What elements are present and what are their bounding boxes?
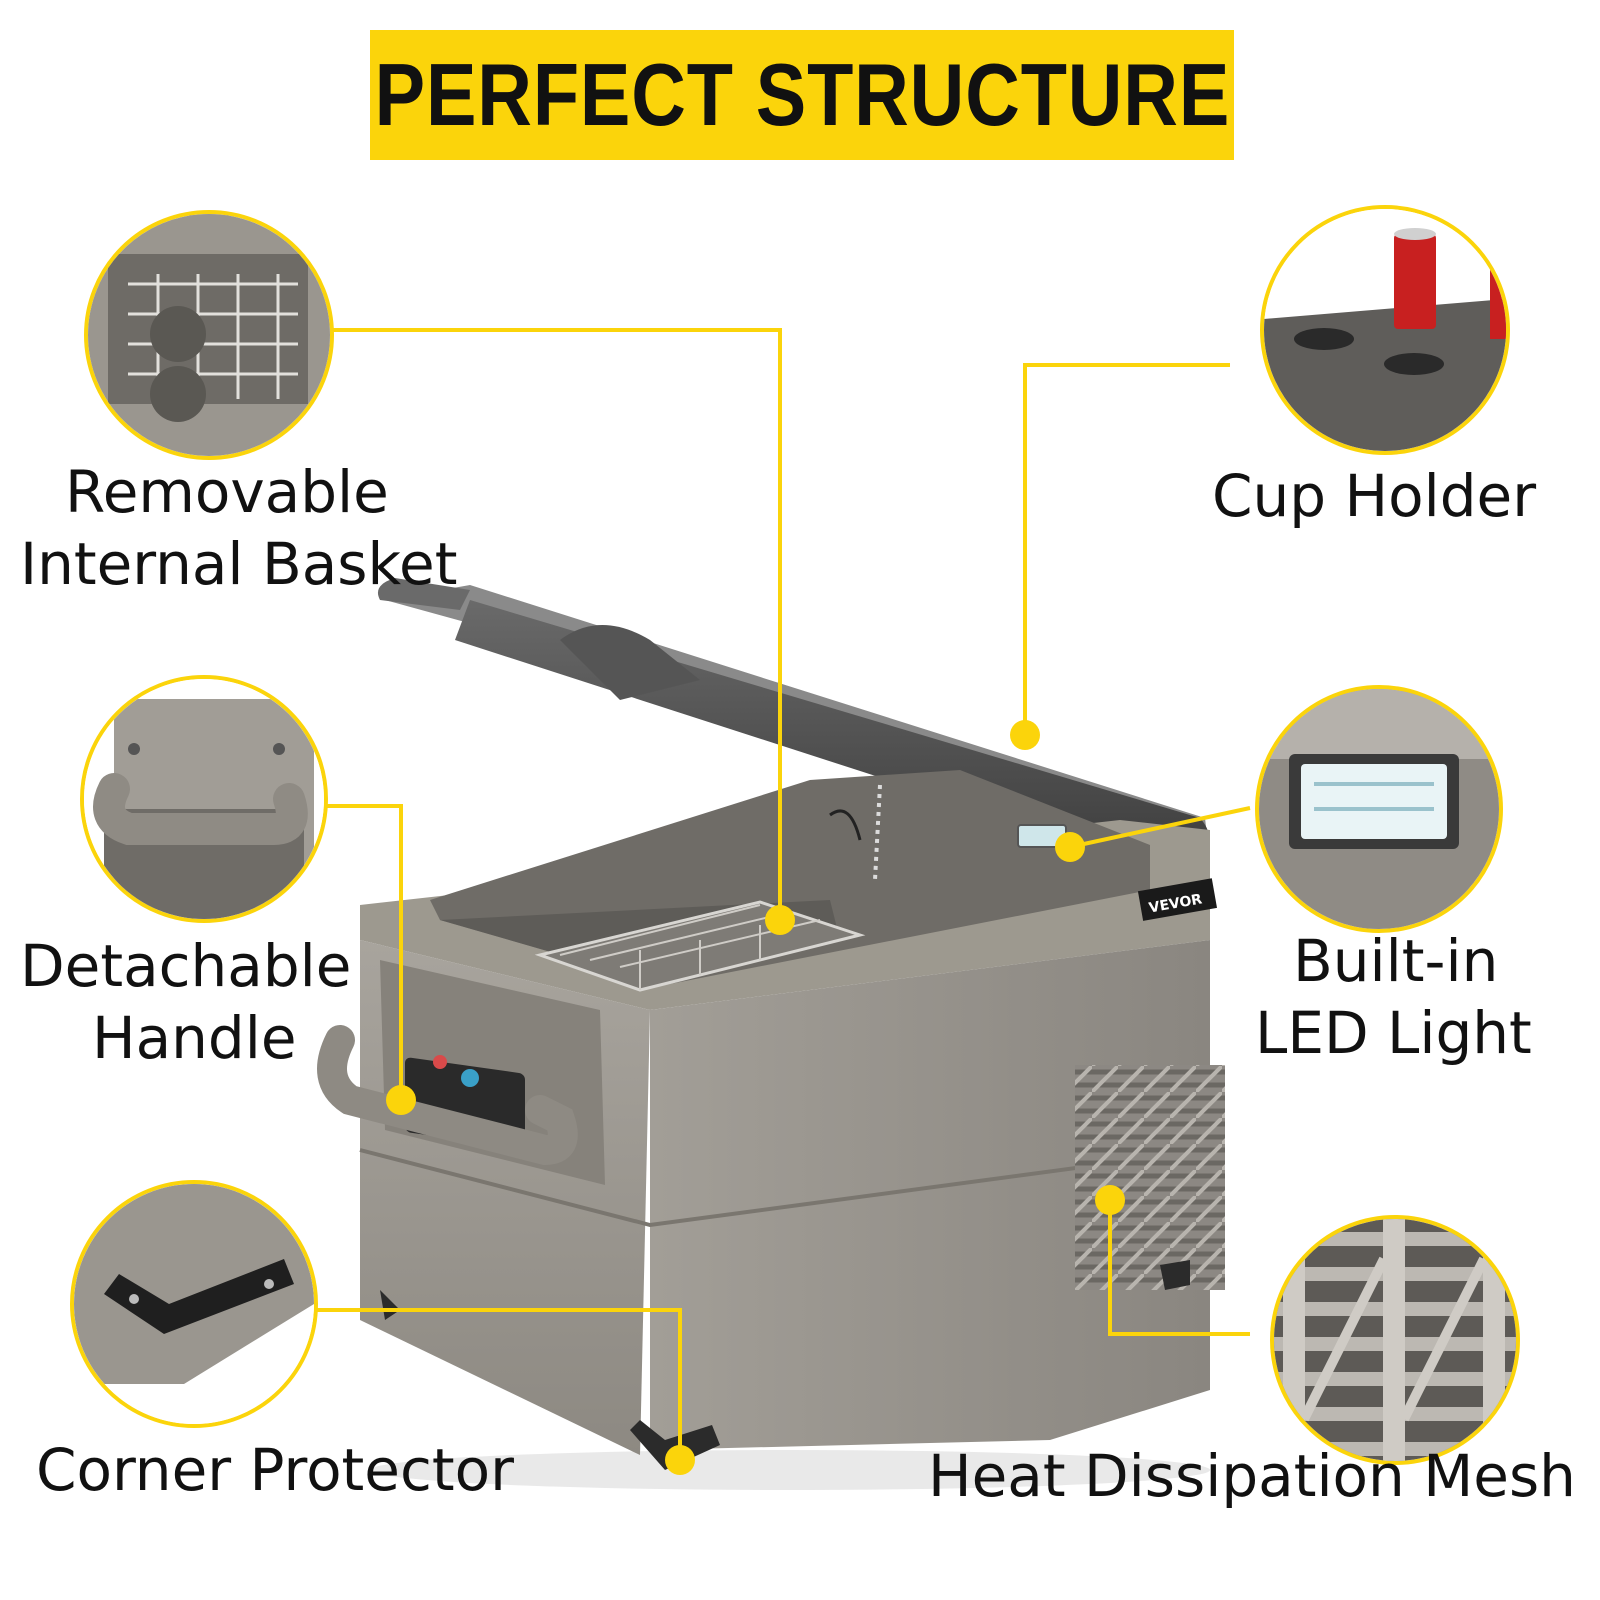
mesh-bubble bbox=[1270, 1215, 1520, 1465]
led-bubble bbox=[1255, 685, 1503, 933]
handle-label-line2: Handle bbox=[92, 1004, 297, 1072]
led-label-line1: Built-in bbox=[1293, 927, 1499, 995]
connector-dots bbox=[386, 720, 1125, 1475]
handle-bubble bbox=[80, 675, 328, 923]
led-label: Built-in LED Light bbox=[1255, 925, 1532, 1069]
floor-shadow bbox=[370, 1450, 1210, 1490]
corner-bubble bbox=[70, 1180, 318, 1428]
cup-holder-label: Cup Holder bbox=[1212, 460, 1536, 532]
basket-bubble bbox=[84, 210, 334, 460]
title-banner: PERFECT STRUCTURE bbox=[370, 30, 1234, 160]
vent-in-scene bbox=[1075, 1065, 1225, 1290]
mesh-label-line1: Heat Dissipation Mesh bbox=[928, 1442, 1576, 1510]
cup-holder-label-line1: Cup Holder bbox=[1212, 462, 1537, 530]
cup-holder-bubble bbox=[1260, 205, 1510, 455]
connector-lines bbox=[312, 328, 1251, 1460]
led-label-line2: LED Light bbox=[1255, 999, 1532, 1067]
handle-label-line1: Detachable bbox=[20, 932, 352, 1000]
corner-label-line1: Corner Protector bbox=[36, 1436, 514, 1504]
handle-in-scene bbox=[317, 960, 605, 1185]
corner-front bbox=[630, 1420, 720, 1470]
corner-bl bbox=[380, 1290, 400, 1320]
basket-label-line1: Removable bbox=[65, 458, 389, 526]
handle-label: Detachable Handle bbox=[20, 930, 351, 1074]
basket-label-line2: Internal Basket bbox=[20, 530, 458, 598]
corner-label: Corner Protector bbox=[36, 1434, 514, 1506]
corner-br bbox=[1160, 1260, 1190, 1290]
mesh-label: Heat Dissipation Mesh bbox=[928, 1440, 1576, 1512]
basket-label: Removable Internal Basket bbox=[20, 456, 457, 600]
page-title: PERFECT STRUCTURE bbox=[374, 45, 1230, 144]
